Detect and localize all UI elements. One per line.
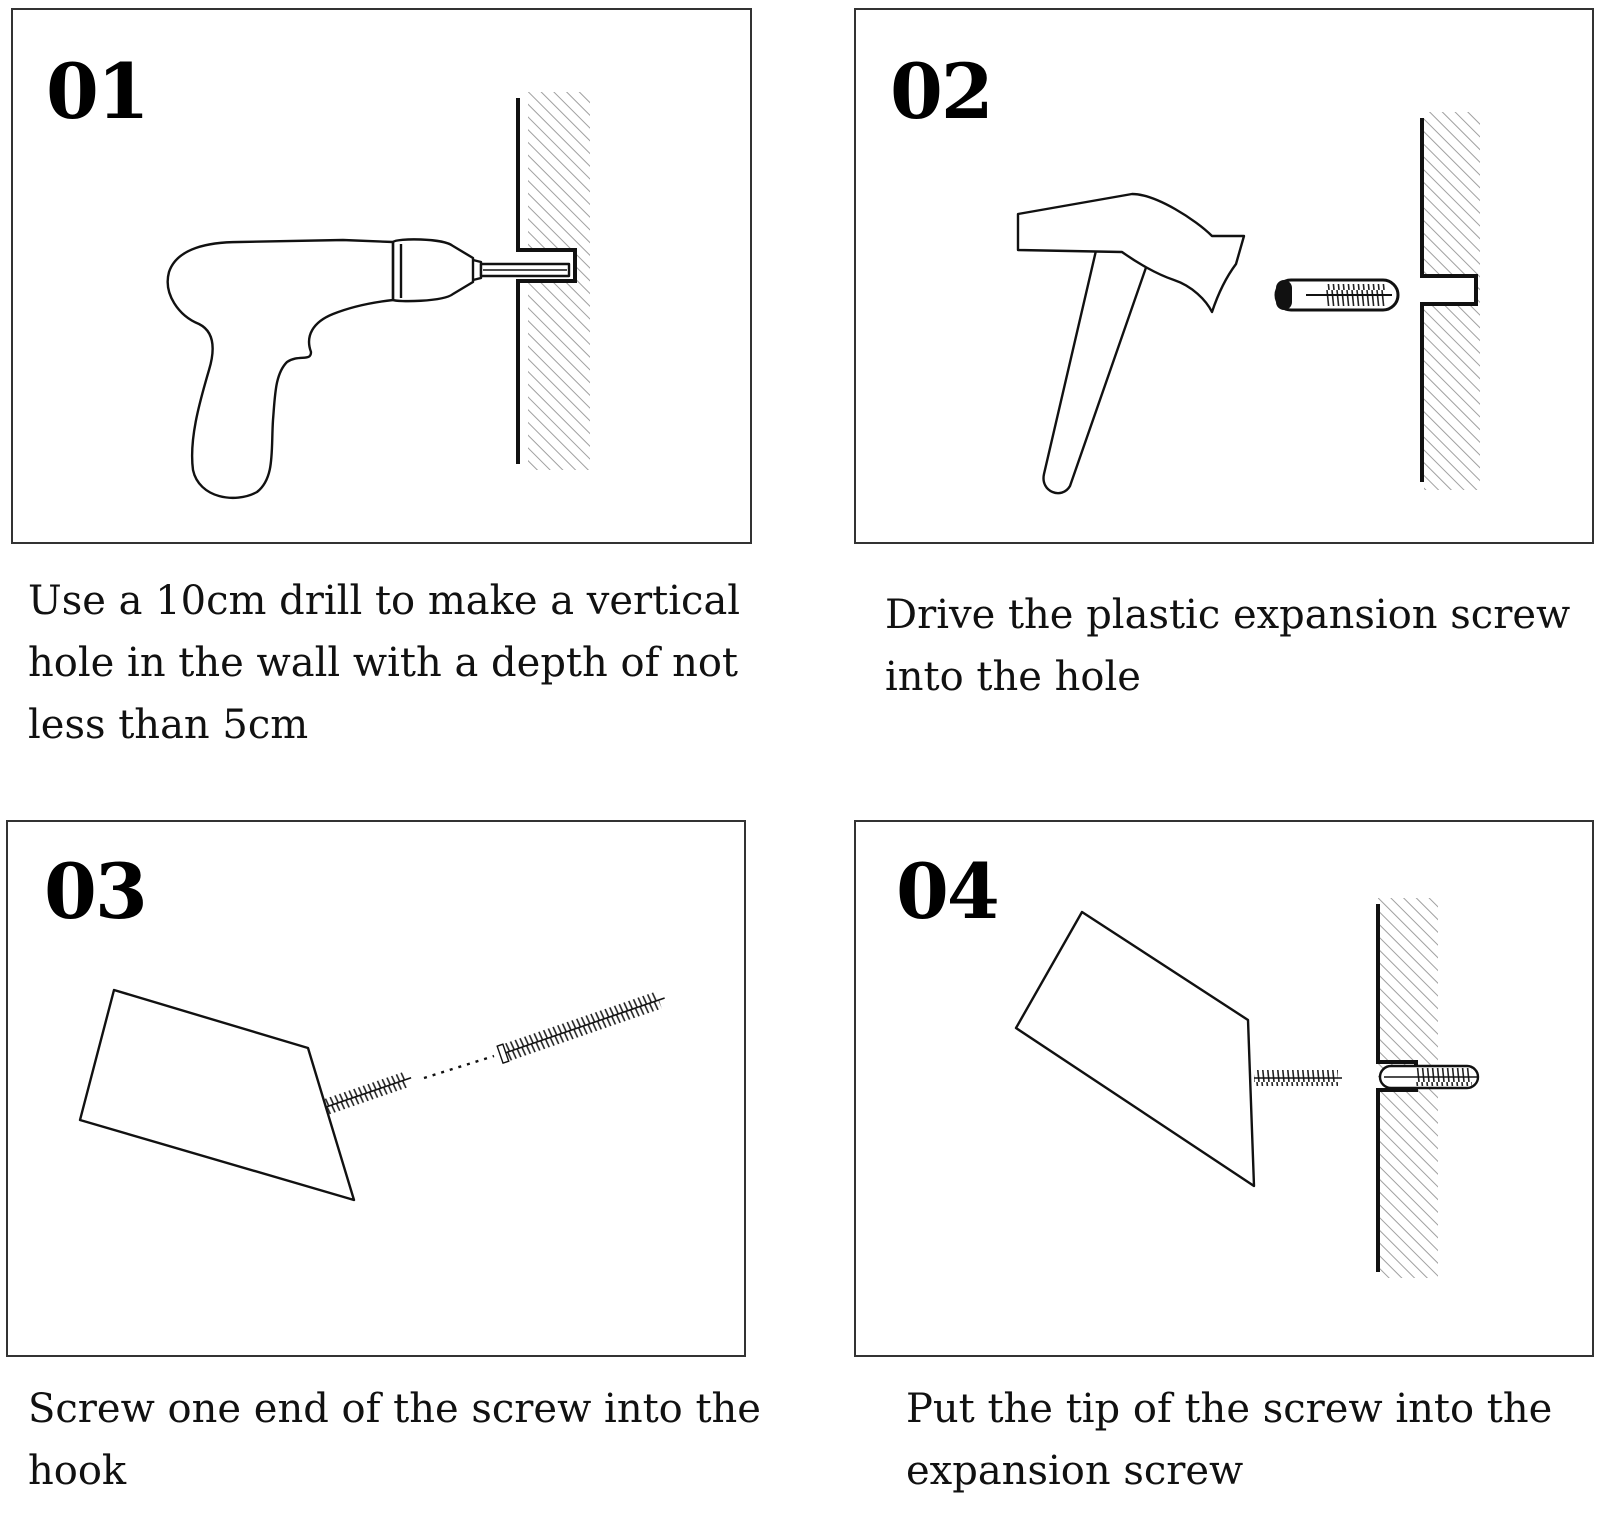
screw-icon xyxy=(323,1072,412,1115)
step-3-panel: 03 xyxy=(6,820,746,1357)
step-3-number: 03 xyxy=(44,847,148,936)
step-3-caption: Screw one end of the screw into the hook xyxy=(28,1386,761,1494)
step-4-illustration xyxy=(1014,898,1480,1278)
step-2-caption: Drive the plastic expansion screw into t… xyxy=(885,592,1571,700)
step-2-number: 02 xyxy=(890,47,994,136)
anchor-icon xyxy=(1274,278,1400,312)
step-3-illustration xyxy=(78,988,665,1202)
step-2-panel: 02 xyxy=(854,8,1594,544)
screw-icon xyxy=(496,991,665,1065)
wall-icon xyxy=(516,92,590,470)
drill-icon xyxy=(166,238,571,500)
anchor-icon xyxy=(1378,1064,1480,1090)
step-1-number: 01 xyxy=(46,47,150,136)
hammer-icon xyxy=(1016,192,1246,495)
step-4-number: 04 xyxy=(896,847,1000,936)
wall-icon xyxy=(1420,112,1480,490)
step-4-panel: 04 xyxy=(854,820,1594,1357)
hook-icon xyxy=(78,988,356,1202)
step-2-illustration xyxy=(1016,112,1480,495)
step-1-panel: 01 xyxy=(11,8,752,544)
step-1-illustration xyxy=(166,92,590,500)
step-4-caption: Put the tip of the screw into the expans… xyxy=(906,1386,1553,1494)
screw-icon xyxy=(1254,1070,1342,1086)
hook-icon xyxy=(1014,910,1256,1188)
step-1-caption: Use a 10cm drill to make a vertical hole… xyxy=(28,578,741,748)
